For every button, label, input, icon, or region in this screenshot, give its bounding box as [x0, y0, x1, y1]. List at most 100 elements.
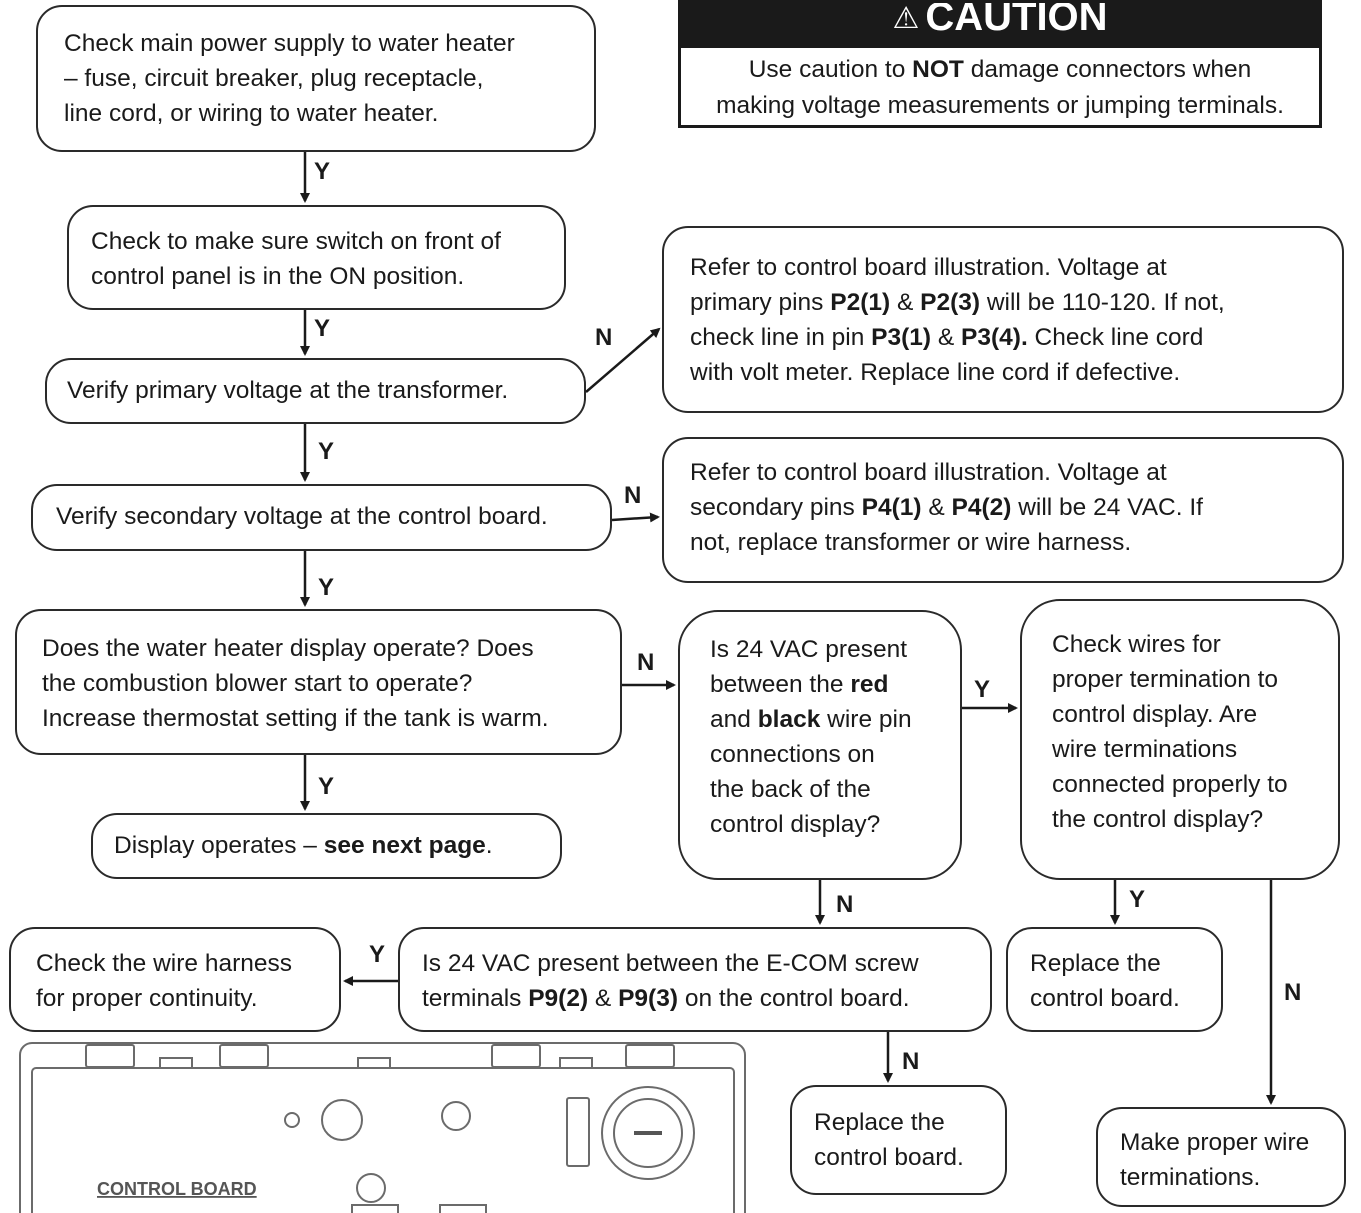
secondary-detail-l2-pre: secondary pins	[690, 494, 862, 521]
replace-board-bottom-line1: Replace the	[814, 1109, 945, 1136]
ecom-pin2: P9(3)	[618, 985, 679, 1012]
primary-detail-line4: with volt meter. Replace line cord if de…	[690, 359, 1181, 386]
secondary-detail-pin1: P4(1)	[861, 494, 922, 521]
secondary-detail-pin2: P4(2)	[951, 494, 1012, 521]
label-n-ecom: N	[902, 1048, 920, 1075]
step-primary-detail: Refer to control board illustration. Vol…	[662, 226, 1344, 413]
check-wires-line3: control display. Are	[1052, 701, 1258, 728]
board-notch-2	[357, 1057, 391, 1068]
primary-detail-amp1: &	[890, 289, 921, 316]
warning-triangle-icon: ⚠	[892, 3, 920, 35]
check-wires-line4: wire terminations	[1052, 736, 1238, 763]
step-switch-on-line1: Check to make sure switch on front of	[91, 228, 501, 255]
board-inner-frame	[31, 1067, 735, 1213]
secondary-detail-amp: &	[921, 494, 952, 521]
vac-red-black-l3-post: wire pin	[820, 706, 912, 733]
caution-line1-post: damage connectors when	[963, 56, 1252, 83]
board-dial-inner	[613, 1098, 683, 1168]
label-y-secondary: Y	[318, 574, 335, 601]
step-display-question: Does the water heater display operate? D…	[15, 609, 622, 755]
step-switch-on: Check to make sure switch on front of co…	[67, 205, 566, 310]
step-switch-on-line2: control panel is in the ON position.	[91, 263, 465, 290]
display-operates-pre: Display operates –	[114, 832, 324, 859]
vac-red-black-line5: the back of the	[710, 776, 871, 803]
caution-panel: ⚠CAUTION Use caution to NOT damage conne…	[678, 0, 1322, 128]
secondary-detail-l2-post: will be 24 VAC. If	[1011, 494, 1203, 521]
board-notch-3	[559, 1057, 593, 1068]
primary-detail-amp2: &	[931, 324, 962, 351]
label-y-switch: Y	[314, 315, 331, 342]
display-operates-post: .	[485, 832, 493, 859]
board-knob-large	[321, 1099, 363, 1141]
vac-red-black-line1: Is 24 VAC present	[710, 636, 908, 663]
see-next-page-text: see next page	[323, 832, 486, 859]
label-y-ecom: Y	[369, 941, 386, 968]
ecom-vac-l2-post: on the control board.	[678, 985, 910, 1012]
step-main-power-line1: Check main power supply to water heater	[64, 30, 515, 57]
display-question-line2: the combustion blower start to operate?	[42, 670, 473, 697]
step-primary-voltage-text: Verify primary voltage at the transforme…	[67, 377, 509, 404]
board-title: CONTROL BOARD	[97, 1179, 257, 1199]
wire-harness-line2: for proper continuity.	[36, 985, 258, 1012]
step-secondary-detail: Refer to control board illustration. Vol…	[662, 437, 1344, 583]
step-vac-red-black: Is 24 VAC present between the red and bl…	[678, 610, 962, 880]
primary-detail-l3-post: Check line cord	[1027, 324, 1204, 351]
arrow-secondary-to-detail	[611, 512, 660, 523]
replace-board-bottom-line2: control board.	[814, 1144, 964, 1171]
black-wire-text: black	[757, 706, 821, 733]
replace-board-right-line2: control board.	[1030, 985, 1180, 1012]
make-terminations-line2: terminations.	[1120, 1164, 1261, 1191]
replace-board-right-line1: Replace the	[1030, 950, 1161, 977]
label-y-checkwires: Y	[1129, 886, 1146, 913]
board-tab-1	[85, 1044, 135, 1068]
label-n-display: N	[637, 649, 655, 676]
board-knob-lower	[356, 1173, 386, 1203]
check-wires-line5: connected properly to	[1052, 771, 1288, 798]
ecom-pin1: P9(2)	[528, 985, 589, 1012]
board-slot	[566, 1097, 590, 1167]
board-tab-3	[491, 1044, 541, 1068]
step-main-power-line2: – fuse, circuit breaker, plug receptacle…	[64, 65, 484, 92]
primary-detail-pin1: P2(1)	[830, 289, 891, 316]
red-wire-text: red	[850, 671, 889, 698]
primary-detail-l3-pre: check line in pin	[690, 324, 872, 351]
caution-title: CAUTION	[925, 3, 1108, 39]
label-n-vac: N	[836, 891, 854, 918]
step-ecom-vac: Is 24 VAC present between the E-COM scre…	[398, 927, 992, 1032]
check-wires-line1: Check wires for	[1052, 631, 1221, 658]
label-n-secondary: N	[624, 482, 642, 509]
board-outer-frame	[19, 1042, 746, 1213]
board-tab-4	[625, 1044, 675, 1068]
step-primary-voltage: Verify primary voltage at the transforme…	[45, 358, 586, 424]
check-wires-line2: proper termination to	[1052, 666, 1279, 693]
caution-text: Use caution to NOT damage connectors whe…	[681, 48, 1319, 124]
primary-detail-l2-pre: primary pins	[690, 289, 831, 316]
primary-detail-pin4: P3(4).	[961, 324, 1028, 351]
ecom-amp: &	[588, 985, 619, 1012]
ecom-vac-line1: Is 24 VAC present between the E-COM scre…	[422, 950, 919, 977]
caution-line1-pre: Use caution to	[748, 56, 913, 83]
board-tab-2	[219, 1044, 269, 1068]
step-display-operates: Display operates – see next page.	[91, 813, 562, 879]
caution-line1-bold: NOT	[912, 56, 964, 83]
display-question-line1: Does the water heater display operate? D…	[42, 635, 534, 662]
caution-line2: making voltage measurements or jumping t…	[716, 92, 1284, 119]
vac-red-black-l2-pre: between the	[710, 671, 851, 698]
wire-harness-line1: Check the wire harness	[36, 950, 293, 977]
step-main-power-line3: line cord, or wiring to water heater.	[64, 100, 439, 127]
vac-red-black-line6: control display?	[710, 811, 881, 838]
board-notch-1	[159, 1057, 193, 1068]
ecom-vac-l2-pre: terminals	[422, 985, 529, 1012]
check-wires-line6: the control display?	[1052, 806, 1264, 833]
vac-red-black-line4: connections on	[710, 741, 875, 768]
vac-red-black-l3-pre: and	[710, 706, 758, 733]
step-secondary-voltage-text: Verify secondary voltage at the control …	[56, 503, 548, 530]
make-terminations-line1: Make proper wire	[1120, 1129, 1310, 1156]
step-main-power: Check main power supply to water heater …	[36, 5, 596, 152]
label-y-power: Y	[314, 158, 331, 185]
board-connector-2	[439, 1204, 487, 1213]
label-n-checkwires: N	[1284, 979, 1302, 1006]
board-dial-outer	[601, 1086, 695, 1180]
display-question-line3: Increase thermostat setting if the tank …	[42, 705, 549, 732]
